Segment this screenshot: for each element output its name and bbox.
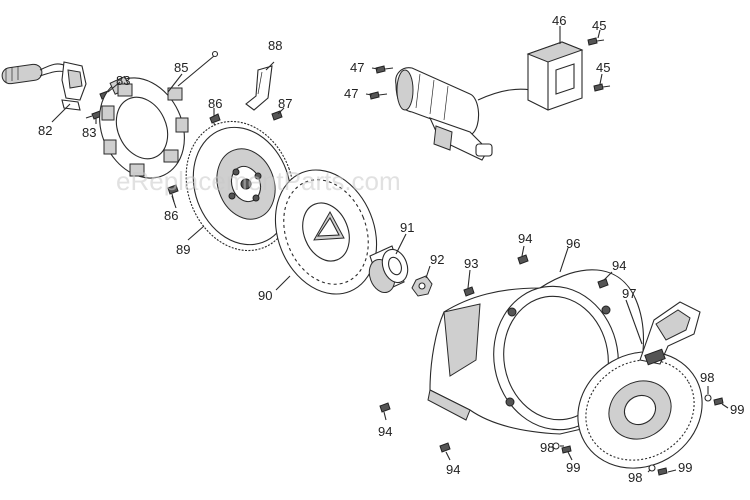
label-99-bottom: 99 [678, 460, 692, 475]
part-47-screw-lower [369, 91, 388, 100]
part-number-labels: 82 83 83 85 86 86 87 88 89 90 91 92 93 9… [38, 13, 744, 485]
part-98-99-screw-middle [552, 442, 572, 454]
part-98-99-screw-bottom [648, 464, 668, 476]
part-88-bracket [245, 65, 273, 111]
part-87-screw [271, 110, 283, 121]
label-86-lower: 86 [164, 208, 178, 223]
label-93: 93 [464, 256, 478, 271]
label-45-lower: 45 [596, 60, 610, 75]
watermark-text: eReplacementParts.com [116, 166, 401, 196]
part-45-screw-upper [587, 37, 605, 46]
label-83-lower: 83 [82, 125, 96, 140]
part-93-screw [463, 286, 475, 297]
label-96: 96 [566, 236, 580, 251]
part-94-screw-bottom [439, 442, 451, 453]
part-85-stator [99, 50, 219, 179]
label-46: 46 [552, 13, 566, 28]
label-85: 85 [174, 60, 188, 75]
label-45-upper: 45 [592, 18, 606, 33]
label-99-middle: 99 [566, 460, 580, 475]
label-94-right: 94 [612, 258, 626, 273]
label-98-right: 98 [700, 370, 714, 385]
label-47-lower: 47 [344, 86, 358, 101]
label-86-upper: 86 [208, 96, 222, 111]
part-91-starter-cup [368, 245, 409, 293]
label-94-left: 94 [378, 424, 392, 439]
part-89-flywheel [185, 120, 295, 252]
label-91: 91 [400, 220, 414, 235]
label-82: 82 [38, 123, 52, 138]
part-94-screw-left [379, 402, 391, 413]
label-92: 92 [430, 252, 444, 267]
part-94-screw-right [597, 278, 609, 289]
label-88: 88 [268, 38, 282, 53]
label-97: 97 [622, 286, 636, 301]
part-46-relay [526, 41, 584, 111]
part-82-ignition-coil [1, 61, 87, 111]
part-92-nut [411, 275, 433, 297]
label-90: 90 [258, 288, 272, 303]
part-94-screw-top [517, 254, 529, 265]
label-83-upper: 83 [116, 73, 130, 88]
part-98-99-screw-right [704, 394, 724, 406]
label-98-middle: 98 [540, 440, 554, 455]
label-47-upper: 47 [350, 60, 364, 75]
part-97-recoil-starter [577, 301, 703, 469]
label-94-bottom: 94 [446, 462, 460, 477]
leader-lines [51, 26, 729, 473]
label-94-top: 94 [518, 231, 532, 246]
part-90-cooling-fan [274, 169, 378, 295]
label-99-right: 99 [730, 402, 744, 417]
starter-motor [395, 67, 541, 161]
part-47-screw-upper [375, 65, 394, 74]
part-45-screw-lower [593, 83, 611, 92]
label-87: 87 [278, 96, 292, 111]
label-98-bottom: 98 [628, 470, 642, 485]
label-89: 89 [176, 242, 190, 257]
